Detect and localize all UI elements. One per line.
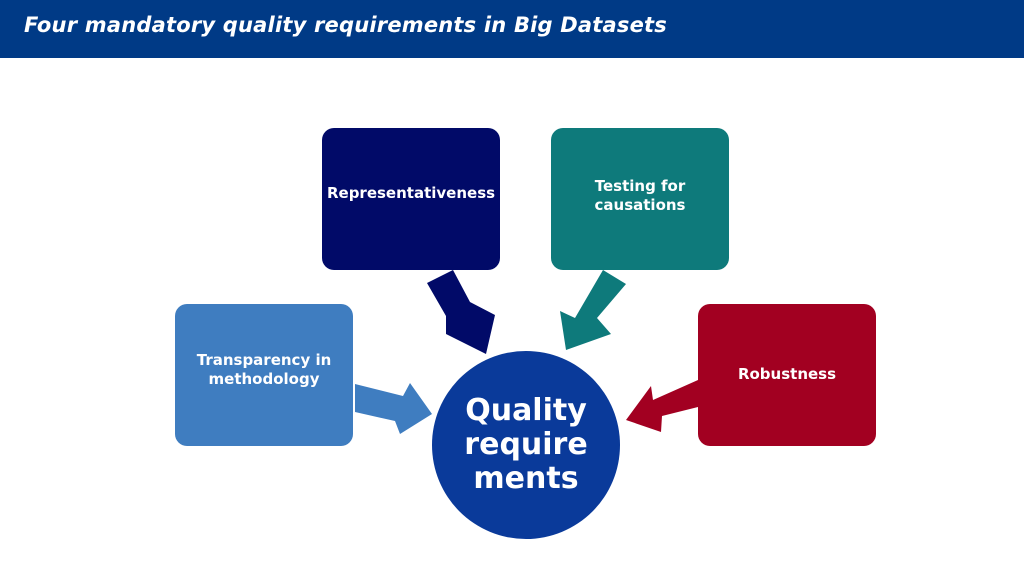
arrow-transparency bbox=[355, 383, 432, 434]
title-bar: Four mandatory quality requirements in B… bbox=[0, 0, 1024, 58]
arrow-representativeness bbox=[427, 270, 495, 354]
requirement-label: Transparency in methodology bbox=[196, 351, 332, 388]
arrow-robustness bbox=[626, 380, 698, 432]
requirement-label: Robustness bbox=[737, 364, 837, 383]
center-label: Quality require ments bbox=[464, 393, 588, 496]
requirement-box-robustness: Robustness bbox=[698, 304, 876, 446]
requirement-box-representativeness: Representativeness bbox=[322, 128, 500, 270]
requirement-label: Representativeness bbox=[326, 183, 496, 202]
arrow-testing-causations bbox=[560, 270, 626, 350]
requirement-label: Testing for causations bbox=[594, 177, 686, 214]
requirement-box-testing-causations: Testing for causations bbox=[551, 128, 729, 270]
center-circle: Quality require ments bbox=[432, 351, 620, 539]
requirement-box-transparency: Transparency in methodology bbox=[175, 304, 353, 446]
slide-title: Four mandatory quality requirements in B… bbox=[24, 13, 667, 37]
